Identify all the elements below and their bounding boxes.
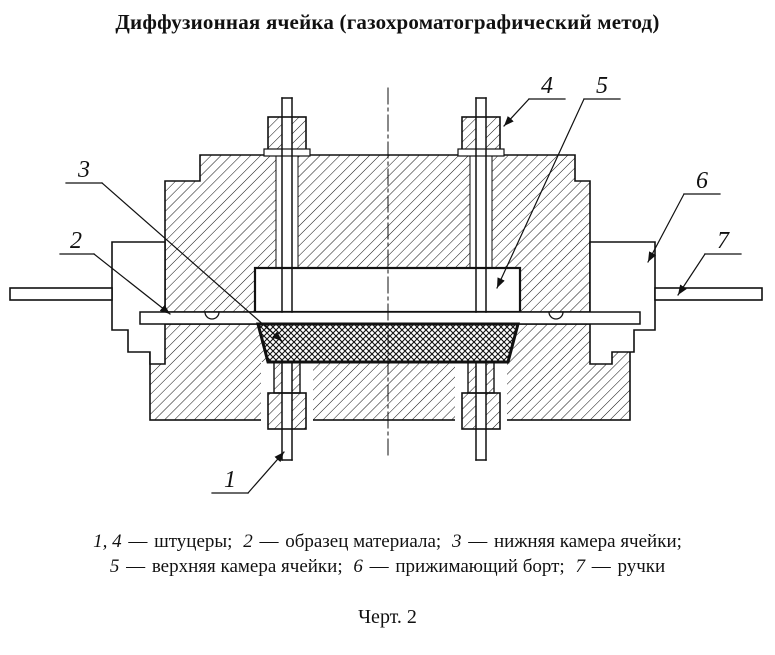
callout-7: 7 xyxy=(717,228,730,254)
leader-line-2 xyxy=(93,253,171,315)
legend-item-label: нижняя камера ячейки; xyxy=(493,531,682,552)
legend-line-1: 1, 4 — штуцеры; 2 — образец материала; 3… xyxy=(0,529,775,554)
figure-legend: 1, 4 — штуцеры; 2 — образец материала; 3… xyxy=(0,529,775,579)
legend-item-label: штуцеры; xyxy=(154,531,233,552)
callout-4: 4 xyxy=(541,73,553,99)
right-clamp-flange xyxy=(589,241,656,365)
legend-item-number: 6 xyxy=(353,556,363,577)
legend-item-number: 3 xyxy=(451,531,462,552)
legend-item-label: верхняя камера ячейки; xyxy=(151,556,343,577)
legend-item-number: 2 xyxy=(243,531,253,552)
callout-3: 3 xyxy=(77,157,90,183)
top-right-fitting-bolt xyxy=(457,97,505,313)
legend-item-number: 1, 4 xyxy=(93,531,122,552)
leader-line-6 xyxy=(647,193,685,263)
bottom-left-fitting-bolt xyxy=(267,361,307,461)
right-seal-dimple xyxy=(548,311,564,320)
legend-dash: — xyxy=(591,556,611,577)
legend-item-label: прижимающий борт; xyxy=(395,556,565,577)
sample-plate xyxy=(139,311,641,325)
legend-item: 2 — образец материала; xyxy=(240,531,444,552)
legend-dash: — xyxy=(259,531,279,552)
figure-title: Диффузионная ячейка (газохроматографичес… xyxy=(115,10,660,34)
callout-1: 1 xyxy=(224,467,236,493)
legend-item: 6 — прижимающий борт; xyxy=(350,556,567,577)
legend-line-2: 5 — верхняя камера ячейки; 6 — прижимающ… xyxy=(0,554,775,579)
callout-2: 2 xyxy=(70,228,82,254)
top-left-fitting-bolt xyxy=(263,97,311,313)
leader-line-5 xyxy=(496,98,585,289)
legend-item-label: ручки xyxy=(617,556,666,577)
right-handle-rod xyxy=(654,287,763,301)
legend-item-number: 5 xyxy=(109,556,120,577)
legend-item: 7 — ручки xyxy=(572,556,668,577)
bottom-right-fitting-bolt xyxy=(461,361,501,461)
legend-item-number: 7 xyxy=(575,556,585,577)
left-clamp-flange xyxy=(111,241,166,365)
leader-line-3 xyxy=(101,182,283,342)
callout-6: 6 xyxy=(696,168,708,194)
legend-item: 5 — верхняя камера ячейки; xyxy=(107,556,346,577)
figure-number: Черт. 2 xyxy=(358,606,417,628)
legend-item: 1, 4 — штуцеры; xyxy=(90,531,235,552)
legend-item: 3 — нижняя камера ячейки; xyxy=(449,531,685,552)
callout-leaders xyxy=(59,98,742,494)
callout-5: 5 xyxy=(596,73,608,99)
legend-dash: — xyxy=(126,556,146,577)
legend-dash: — xyxy=(128,531,148,552)
legend-item-label: образец материала; xyxy=(285,531,442,552)
leader-line-4 xyxy=(503,98,530,127)
legend-dash: — xyxy=(468,531,488,552)
legend-dash: — xyxy=(369,556,389,577)
left-handle-rod xyxy=(9,287,113,301)
leader-line-7 xyxy=(677,253,706,296)
leader-line-1 xyxy=(247,451,285,494)
left-seal-dimple xyxy=(204,311,220,320)
callout-numbers: 1 2 3 4 5 6 7 xyxy=(70,73,730,493)
